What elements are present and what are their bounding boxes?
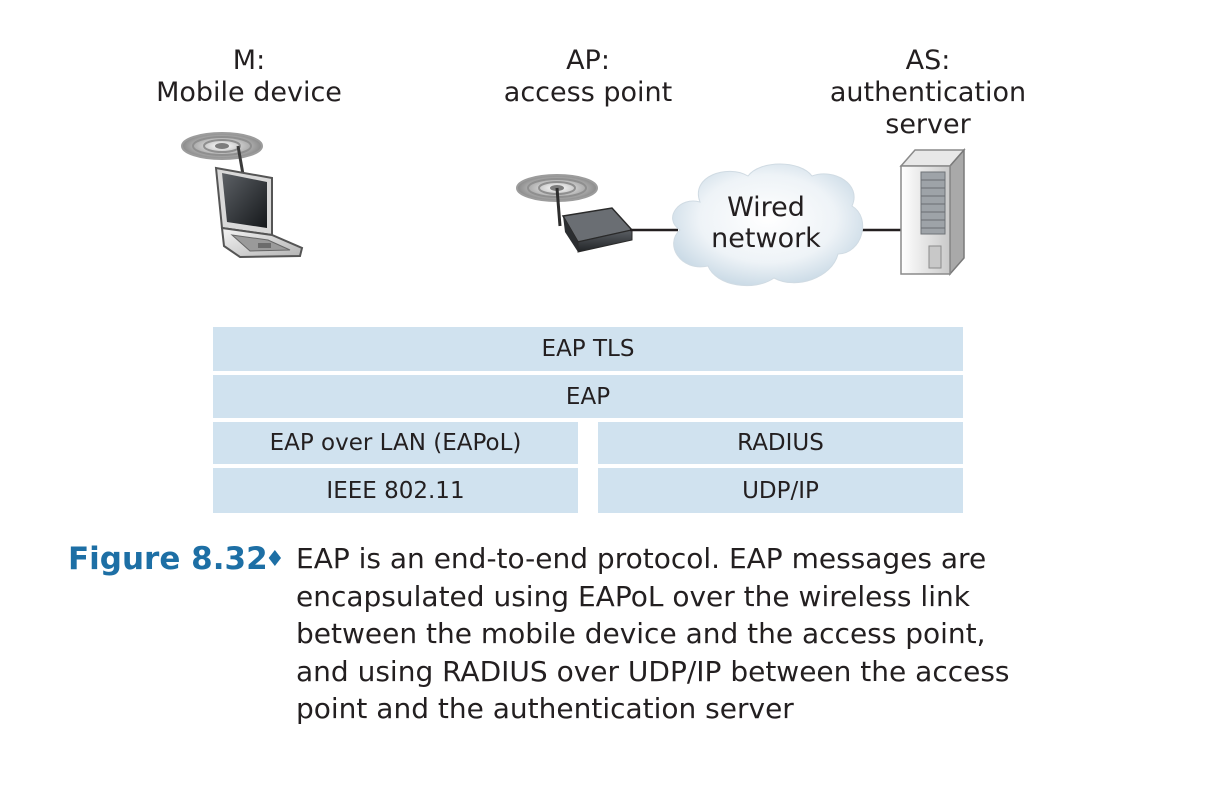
ap-name: access point [503, 77, 673, 108]
caption-line: point and the authentication server [296, 692, 794, 725]
cloud-icon [672, 163, 864, 287]
caption-line: between the mobile device and the access… [296, 617, 986, 650]
layer-udp-ip: UDP/IP [598, 468, 963, 513]
caption-bullet: ♦ [265, 547, 285, 572]
wireless-signal-icon [181, 132, 263, 160]
cloud-line2: network [711, 223, 821, 254]
server-icon [899, 148, 966, 276]
as-name-line1: authentication [829, 77, 1027, 108]
layer-eap: EAP [213, 375, 963, 418]
layer-eapol: EAP over LAN (EAPoL) [213, 422, 578, 464]
layer-ieee-802-11: IEEE 802.11 [213, 468, 578, 513]
as-abbr: AS: [905, 45, 951, 76]
caption-text: EAP is an end-to-end protocol. EAP messa… [296, 540, 1056, 728]
figure-label: Figure 8.32 [68, 541, 268, 577]
laptop-icon [214, 145, 304, 259]
ap-abbr: AP: [566, 45, 610, 76]
mobile-device-label: M: Mobile device [129, 45, 369, 109]
wired-network-label: Wired network [682, 192, 850, 254]
authentication-server-label: AS: authentication server [798, 45, 1058, 141]
caption-line: encapsulated using EAPoL over the wirele… [296, 579, 970, 613]
layer-radius: RADIUS [598, 422, 963, 464]
access-point-label: AP: access point [468, 45, 708, 109]
cloud-line1: Wired [727, 192, 805, 223]
caption-line: and using RADIUS over UDP/IP between the… [296, 654, 1010, 688]
access-point-icon [555, 187, 634, 253]
mobile-abbr: M: [232, 45, 266, 76]
as-name-line2: server [885, 109, 971, 140]
caption-line: EAP is an end-to-end protocol. EAP messa… [296, 542, 987, 575]
layer-eap-tls: EAP TLS [213, 327, 963, 371]
mobile-name: Mobile device [156, 77, 342, 108]
